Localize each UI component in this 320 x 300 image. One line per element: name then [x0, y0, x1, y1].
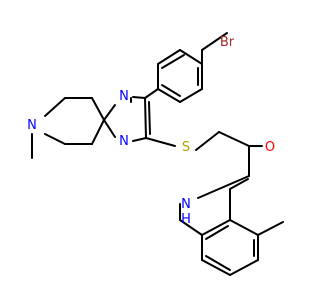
- bond-xyl-methyl-3: [257, 221, 284, 236]
- atom-bromine: Br: [220, 35, 235, 50]
- bond-aryl-3: [157, 49, 181, 65]
- bond-xyl-methyl-2: [229, 178, 249, 190]
- structure-drawing: Br N N N S O N H: [27, 32, 284, 276]
- bond-c-s: [145, 137, 176, 147]
- bond-aryl-inner-2: [161, 84, 181, 97]
- bond-c-c: [144, 97, 147, 139]
- bond-c-n1: [132, 96, 146, 99]
- atom-sulfur: S: [182, 140, 190, 155]
- bond-xyl-1: [179, 219, 203, 236]
- bond-aryl-6: [179, 88, 203, 103]
- bond-ch2-co: [218, 131, 250, 147]
- atom-nitrogen-ring-top: N: [119, 89, 129, 104]
- bond-pip-3: [44, 97, 66, 117]
- atom-nitrogen-amide: N: [181, 197, 191, 212]
- bond-spiro-n2: [103, 119, 116, 138]
- bond-layer: [31, 32, 284, 276]
- bond-carbonyl-n-a: [197, 175, 250, 199]
- atom-label-layer: Br N N N S O N H: [27, 35, 275, 227]
- bond-c-c-inner: [148, 101, 151, 135]
- bond-aryl-2: [179, 49, 203, 65]
- bond-br-aryl: [201, 32, 228, 51]
- bond-xyl-inner-1: [205, 255, 231, 271]
- bond-n2-c: [132, 137, 147, 142]
- molecule-diagram: Br N N N S O N H: [27, 32, 284, 276]
- bond-n1-spiro: [103, 104, 116, 121]
- bond-aryl-imidazole: [144, 88, 159, 99]
- bond-xyl-5: [201, 259, 231, 276]
- atom-nitrogen-piperidine: N: [27, 118, 37, 133]
- bond-aryl-inner-1: [161, 54, 185, 69]
- bond-aryl-5: [157, 88, 181, 103]
- bond-pip-4: [44, 133, 66, 145]
- bond-pip-6: [91, 119, 105, 145]
- bond-xyl-2: [201, 219, 231, 236]
- atom-nitrogen-ring-bottom: N: [119, 134, 129, 149]
- atom-oxygen: O: [265, 140, 275, 155]
- atom-hydrogen-amide: H: [181, 212, 191, 227]
- bond-xyl-inner-3: [205, 225, 229, 240]
- bond-xyl-8: [229, 219, 259, 236]
- bond-xyl-6: [229, 259, 259, 276]
- bond-s-ch2: [195, 131, 220, 151]
- bond-spiro-pip-1: [91, 97, 105, 121]
